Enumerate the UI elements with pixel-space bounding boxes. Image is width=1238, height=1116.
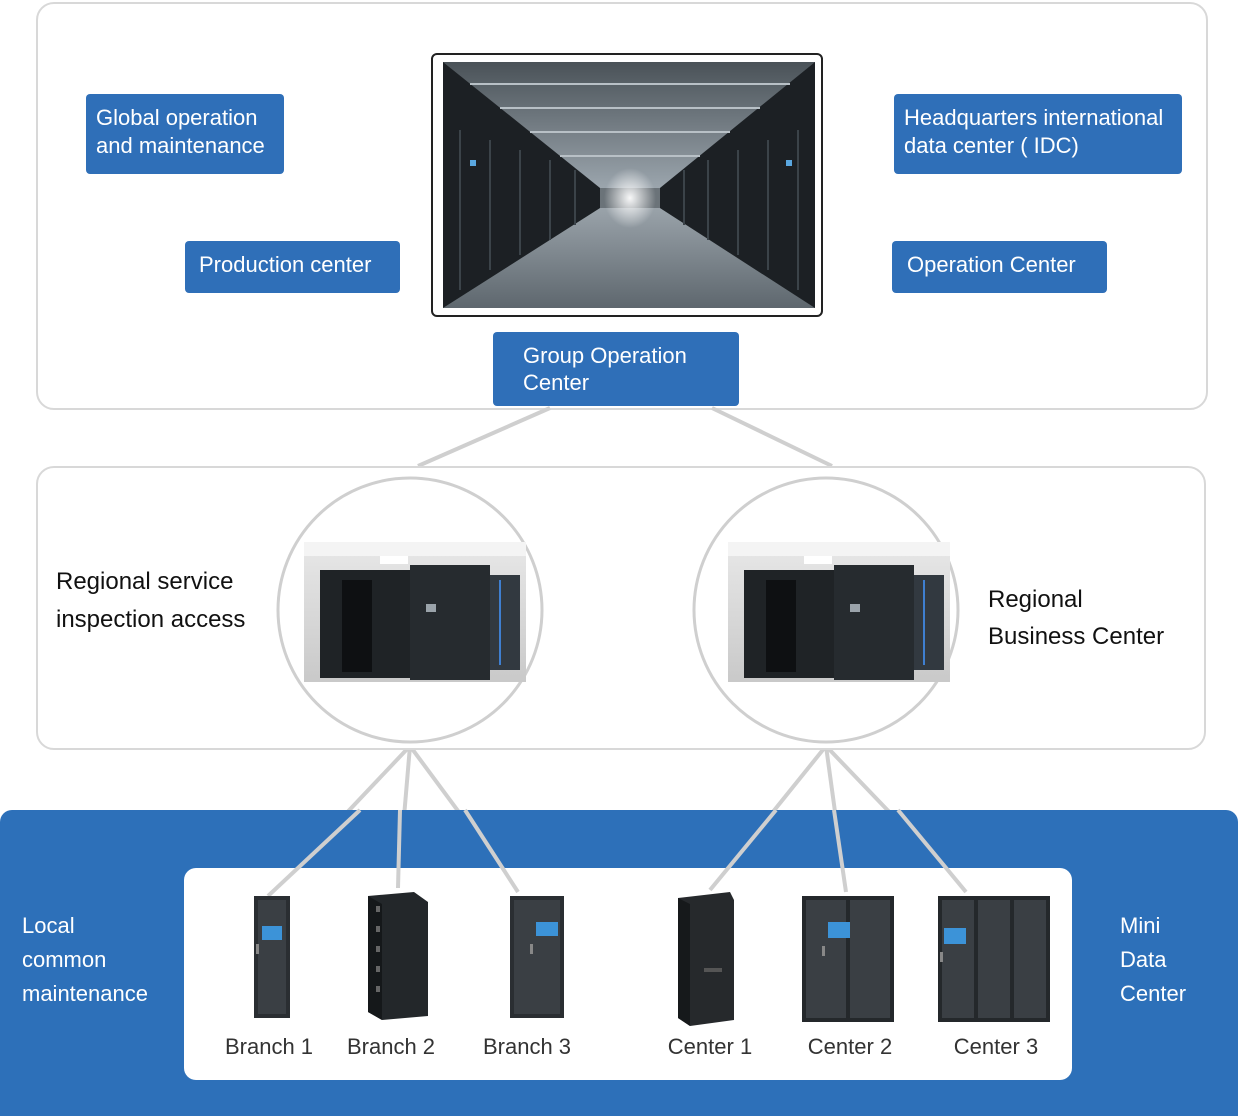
branch-3-label: Branch 3 [482,1034,572,1059]
branch-2-label: Branch 2 [346,1034,436,1059]
local-common-maintenance-label: Local common maintenance [22,913,148,1006]
center-1-label: Center 1 [667,1034,753,1059]
group-operation-center-label: Group Operation Center [493,332,739,406]
link-group-to-regional-service [417,406,551,468]
mini-data-center-label: Mini Data Center [1120,913,1187,1006]
operation-center-label: Operation Center [892,241,1107,293]
center-2-label: Center 2 [807,1034,893,1059]
regional-business-label: Regional Business Center [988,586,1165,650]
global-operation-label: Global operation and maintenance [86,94,284,174]
regional-service-label: Regional service inspection access [56,568,246,633]
headquarters-idc-label: Headquarters international data center (… [894,94,1182,174]
branch-1-label: Branch 1 [224,1034,314,1059]
cabinets-panel [184,868,1072,1080]
production-center-label: Production center [185,241,400,293]
center-3-label: Center 3 [953,1034,1039,1059]
middle-panel [36,466,1206,750]
link-group-to-regional-business [711,406,833,468]
